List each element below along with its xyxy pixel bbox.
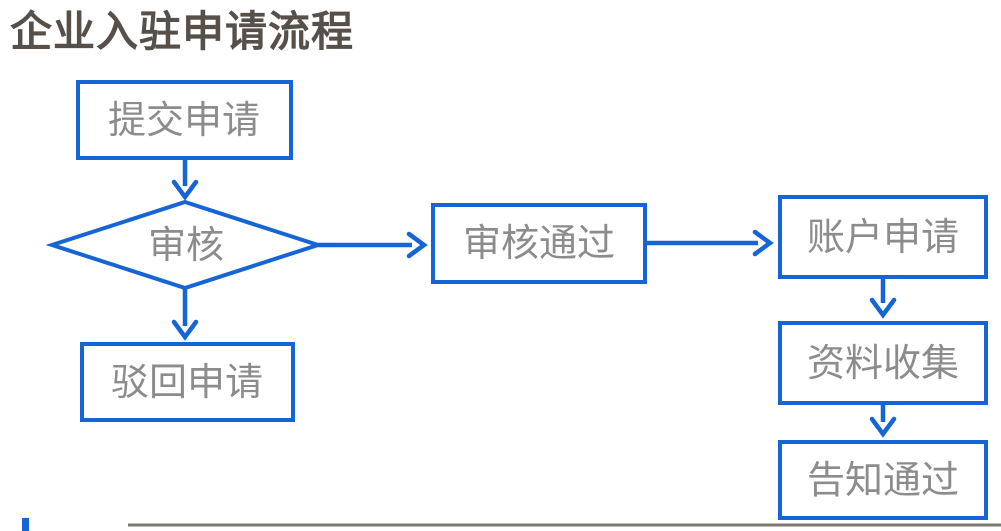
- node-approved-box: [431, 203, 647, 284]
- arrowhead-down-icon: [869, 297, 897, 319]
- node-approved: 审核通过: [431, 203, 647, 284]
- node-approved-label: 审核通过: [463, 223, 615, 265]
- node-submit-box: [76, 80, 293, 160]
- edge-approved-to-account: [645, 229, 774, 257]
- node-notify: 告知通过: [778, 440, 988, 520]
- node-collect-box: [778, 321, 988, 405]
- edge-collect-to-notify: [869, 403, 897, 438]
- edge-submit-to-review: [171, 158, 199, 201]
- node-account-label: 账户申请: [807, 217, 959, 259]
- node-rejected-box: [80, 342, 295, 422]
- node-submit: 提交申请: [76, 80, 293, 160]
- arrowhead-right-icon: [406, 231, 428, 259]
- bottom-accent-bar: [22, 518, 29, 531]
- node-notify-box: [778, 440, 988, 520]
- node-account: 账户申请: [778, 195, 988, 279]
- node-review-diamond: [45, 199, 325, 291]
- edge-review-to-approved: [318, 231, 428, 259]
- arrowhead-down-icon: [171, 179, 199, 201]
- node-review: 审核: [45, 199, 325, 291]
- node-submit-label: 提交申请: [108, 100, 260, 142]
- node-account-box: [778, 195, 988, 279]
- page-title: 企业入驻申请流程: [10, 8, 355, 55]
- node-collect-label: 资料收集: [807, 343, 959, 385]
- edge-account-to-collect: [869, 277, 897, 319]
- edge-review-to-rejected: [171, 288, 199, 341]
- arrowhead-down-icon: [869, 416, 897, 438]
- node-rejected-label: 驳回申请: [111, 362, 263, 404]
- node-review-label: 审核: [148, 225, 224, 267]
- node-collect: 资料收集: [778, 321, 988, 405]
- arrowhead-down-icon: [171, 319, 199, 341]
- node-rejected: 驳回申请: [80, 342, 295, 422]
- arrowhead-right-icon: [752, 229, 774, 257]
- node-notify-label: 告知通过: [807, 460, 959, 502]
